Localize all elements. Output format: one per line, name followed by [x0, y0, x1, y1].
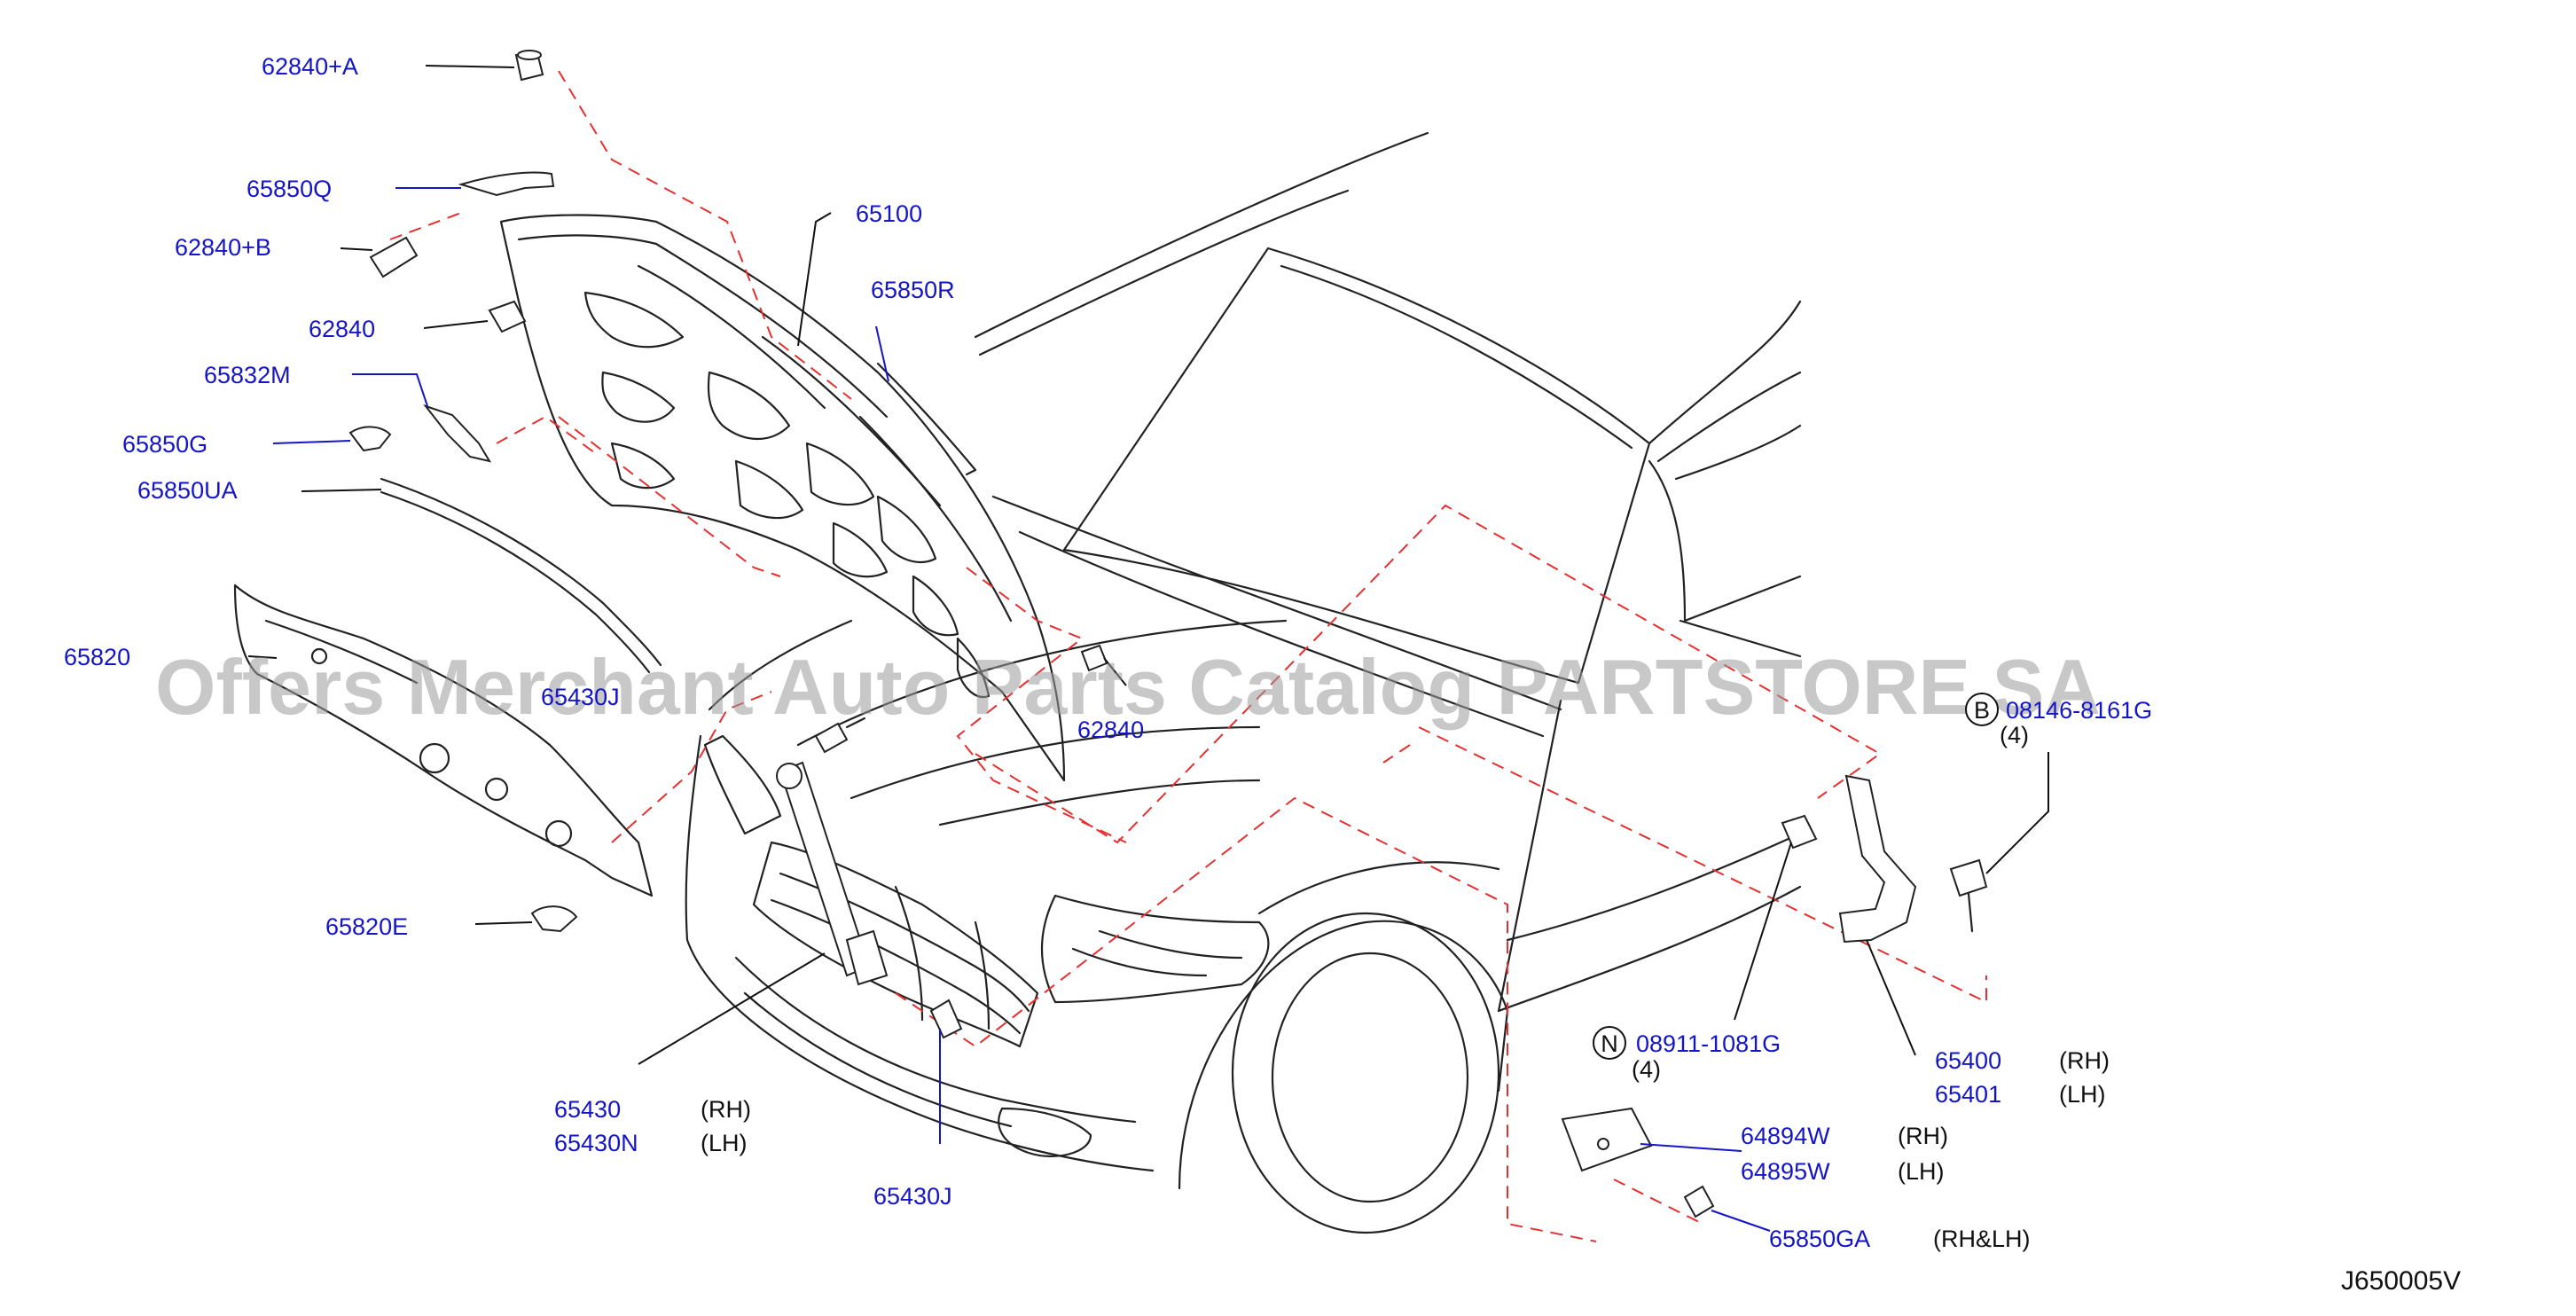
diagram-code: J650005V	[2341, 1266, 2461, 1296]
side-rh-65400: (RH)	[2059, 1047, 2110, 1074]
side-lh-65401: (LH)	[2059, 1081, 2106, 1108]
qty-08146: (4)	[2000, 722, 2029, 748]
label-65850ga[interactable]: 65850GA	[1769, 1226, 1870, 1252]
part-number-labels: 62840+A 65850Q 62840+B 62840 65832M 6585…	[64, 53, 2152, 1252]
qty-08911: (4)	[1632, 1056, 1661, 1083]
label-65850g[interactable]: 65850G	[122, 431, 207, 458]
side-rh-64894w: (RH)	[1898, 1123, 1948, 1149]
hood-seal-strip	[380, 477, 662, 674]
label-65850ua[interactable]: 65850UA	[137, 477, 238, 504]
callout-b-letter: B	[1974, 697, 1990, 724]
label-65430j-lower[interactable]: 65430J	[873, 1183, 952, 1210]
callout-n-letter: N	[1601, 1030, 1618, 1057]
dashed-reference-lines	[389, 70, 1987, 1242]
callout-b: B	[1965, 693, 1999, 726]
side-labels: (RH) (LH) (RH) (LH) (RH) (LH) (RH&LH) (4…	[701, 722, 2110, 1252]
label-62840-b[interactable]: 62840+B	[175, 234, 271, 261]
label-62840-right[interactable]: 62840	[1077, 717, 1144, 743]
label-65430n[interactable]: 65430N	[554, 1130, 638, 1156]
label-08146-8161g[interactable]: 08146-8161G	[2006, 697, 2152, 724]
label-65820[interactable]: 65820	[64, 644, 130, 670]
hood-insulator	[233, 584, 654, 897]
car-body-illustration	[685, 131, 1802, 1234]
label-65820e[interactable]: 65820E	[325, 913, 408, 940]
label-65430j-upper[interactable]: 65430J	[541, 684, 620, 710]
watermark: Offers Merchant Auto Parts Catalog PARTS…	[155, 643, 2101, 731]
label-65100[interactable]: 65100	[856, 200, 922, 227]
label-65430[interactable]: 65430	[554, 1096, 621, 1123]
label-08911-1081g[interactable]: 08911-1081G	[1636, 1030, 1781, 1057]
side-rh-65430: (RH)	[701, 1096, 751, 1123]
hardware-parts	[348, 50, 1988, 1218]
label-64895w[interactable]: 64895W	[1741, 1158, 1830, 1185]
label-65850r[interactable]: 65850R	[871, 277, 955, 303]
label-65850q[interactable]: 65850Q	[247, 176, 332, 202]
label-62840-a[interactable]: 62840+A	[262, 53, 358, 80]
label-65832m[interactable]: 65832M	[204, 362, 291, 388]
label-62840-upper[interactable]: 62840	[309, 316, 375, 342]
side-lh-64895w: (LH)	[1898, 1158, 1945, 1185]
label-64894w[interactable]: 64894W	[1741, 1123, 1830, 1149]
side-lh-65430n: (LH)	[701, 1130, 748, 1156]
label-leader-lines	[247, 65, 2049, 1232]
hood-panel	[499, 214, 1066, 782]
side-rhlh-65850ga: (RH&LH)	[1933, 1226, 2031, 1252]
callout-n: N	[1593, 1026, 1626, 1060]
label-65400[interactable]: 65400	[1935, 1047, 2001, 1074]
label-65401[interactable]: 65401	[1935, 1081, 2001, 1108]
